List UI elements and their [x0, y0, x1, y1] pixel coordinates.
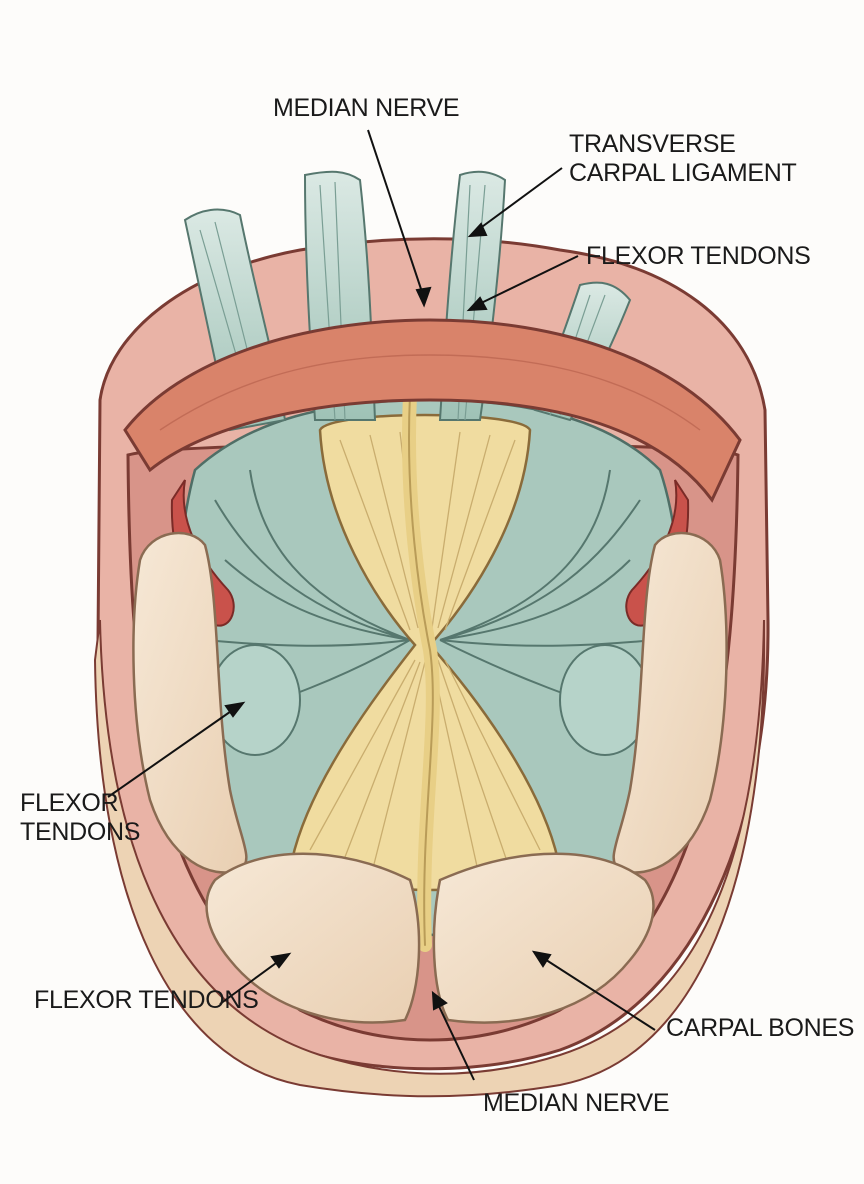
carpal-bones [132, 531, 728, 1024]
leader-lines [107, 129, 656, 1081]
label-flexor-tendons-top-right: FLEXOR TENDONS [586, 242, 811, 270]
label-flexor-tendons-left: FLEXOR TENDONS [20, 789, 141, 846]
transverse-carpal-ligament [123, 318, 742, 503]
label-carpal-bones: CARPAL BONES [666, 1014, 855, 1042]
label-median-nerve-bottom: MEDIAN NERVE [483, 1089, 670, 1117]
label-transverse-carpal-ligament: TRANSVERSE CARPAL LIGAMENT [569, 130, 797, 187]
label-median-nerve-top: MEDIAN NERVE [273, 94, 460, 122]
label-flexor-tendons-bottom-left: FLEXOR TENDONS [34, 986, 259, 1014]
